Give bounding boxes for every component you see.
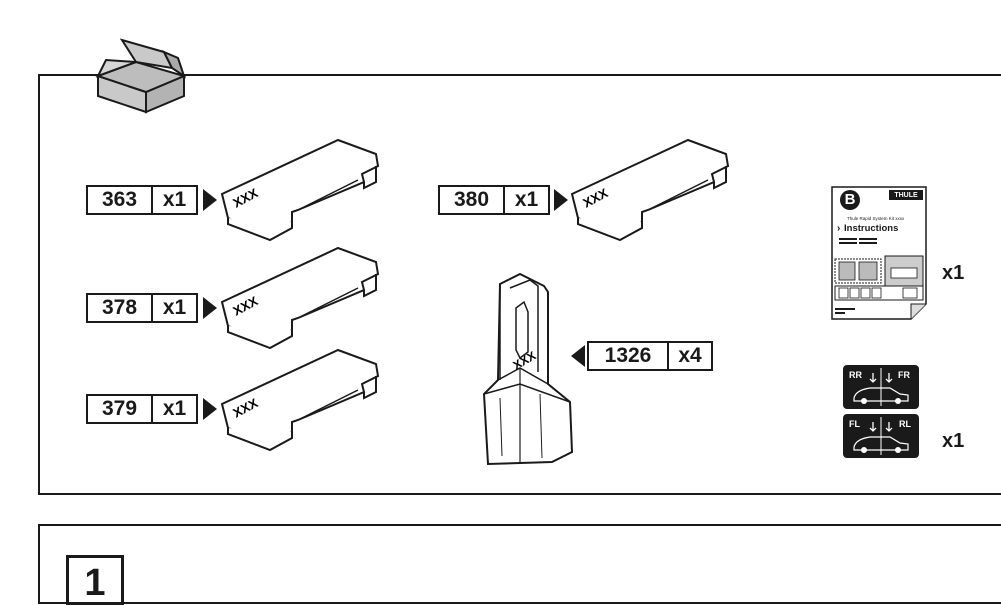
stickers-qty: x1 — [942, 430, 965, 452]
part-label-1326: 1326 x4 — [587, 341, 713, 371]
part-label-380: 380 x1 — [438, 185, 550, 215]
manual-subtitle: Thule Rapid System Kit xxxx — [847, 216, 905, 221]
manual-page — [831, 186, 927, 320]
box-icon — [94, 38, 187, 114]
step-frame — [38, 524, 1001, 604]
part-number: 378 — [88, 295, 153, 321]
manual-qty: x1 — [942, 262, 965, 284]
arrow-left-icon — [571, 345, 585, 367]
part-qty: x1 — [162, 397, 187, 420]
part-label-363: 363 x1 — [86, 185, 198, 215]
manual-title: Instructions — [844, 223, 899, 234]
sticker-label-rl: RL — [899, 419, 911, 429]
part-number: 379 — [88, 396, 153, 422]
arrow-right-icon — [203, 189, 217, 211]
pad-380-illustration: XXX — [570, 138, 730, 242]
arrow-right-icon — [203, 398, 217, 420]
instruction-manual: B THULE Thule Rapid System Kit xxxx › In… — [831, 186, 928, 320]
pad-363-illustration: XXX — [220, 138, 380, 242]
part-label-379: 379 x1 — [86, 394, 198, 424]
part-number: 380 — [440, 187, 505, 213]
manual-brand: THULE — [894, 192, 918, 199]
sticker-car-icon — [843, 365, 919, 458]
sticker-label-fl: FL — [849, 419, 860, 429]
arrow-right-icon — [554, 189, 568, 211]
part-label-378: 378 x1 — [86, 293, 198, 323]
manual-badge: B — [840, 190, 860, 210]
part-qty: x1 — [162, 188, 187, 211]
pad-379-illustration: XXX — [220, 348, 380, 452]
sticker-label-rr: RR — [849, 370, 862, 380]
part-qty: x1 — [514, 188, 539, 211]
part-number: 363 — [88, 187, 153, 213]
step-number: 1 — [66, 555, 124, 605]
part-number: 1326 — [589, 343, 669, 369]
position-stickers: RR FR FL RL — [842, 364, 920, 461]
bracket-1326-illustration: XXX — [482, 272, 574, 466]
parts-list-frame — [38, 74, 1001, 495]
pad-378-illustration: XXX — [220, 246, 380, 350]
manual-chevron-icon: › — [837, 223, 841, 234]
part-qty: x4 — [678, 344, 702, 367]
sticker-label-fr: FR — [898, 370, 910, 380]
arrow-right-icon — [203, 297, 217, 319]
part-qty: x1 — [162, 296, 187, 319]
